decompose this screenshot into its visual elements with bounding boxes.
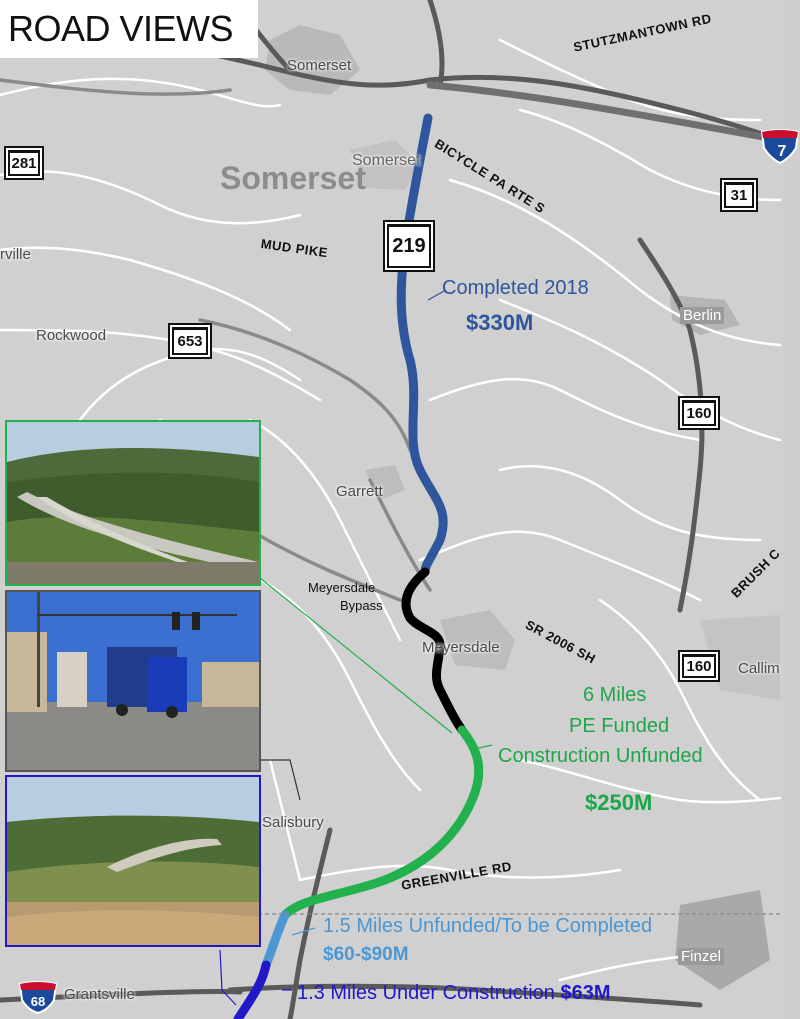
town-label-callim: Callim [738, 660, 780, 677]
svg-text:7: 7 [778, 143, 787, 160]
town-label-somerset-mid: Somerset [352, 152, 421, 169]
town-label-somerset-large: Somerset [220, 160, 366, 196]
photo-construction-site [5, 775, 261, 947]
construction-label: 1.3 Miles Under Construction $63M [297, 982, 610, 1005]
state-route-shield-icon: 653 [168, 323, 212, 359]
state-route-shield-icon: 31 [720, 178, 758, 212]
pe-label-funded: PE Funded [569, 715, 670, 737]
svg-text:68: 68 [31, 994, 45, 1009]
page-title: ROAD VIEWS [8, 8, 234, 49]
bypass-label-line1: Meyersdale [308, 580, 376, 595]
photo-meyersdale-truck [5, 590, 261, 772]
town-label-ville: rville [0, 246, 31, 263]
unfunded-cost: $60-$90M [323, 944, 409, 965]
photo-completed-highway [5, 420, 261, 586]
pe-cost: $250M [585, 790, 653, 815]
construction-label-text: 1.3 Miles Under Construction [297, 982, 555, 1004]
town-label-salisbury: Salisbury [262, 814, 324, 831]
under-construction-segment [233, 960, 271, 1019]
completed-cost: $330M [466, 310, 534, 335]
state-route-shield-icon: 281 [4, 146, 44, 180]
town-label-meyersdale: Meyersdale [422, 639, 500, 656]
bypass-label-line2: Bypass [340, 598, 383, 613]
town-label-garrett: Garrett [336, 483, 383, 500]
title-box: ROAD VIEWS [0, 0, 258, 58]
town-label-somerset: Somerset [287, 57, 352, 74]
completed-segment [396, 113, 448, 577]
interstate-shield-icon: 68 [18, 980, 58, 1015]
interstate-shield-icon: 7 [760, 128, 800, 165]
town-label-grantsville: Grantsville [64, 986, 135, 1003]
state-route-shield-icon: 160 [678, 396, 720, 430]
town-label-rockwood: Rockwood [36, 327, 107, 344]
state-route-shield-icon: 160 [678, 650, 720, 682]
pe-label-miles: 6 Miles [583, 684, 647, 706]
pe-funded-segment [280, 725, 484, 920]
town-label-berlin: Berlin [680, 307, 725, 324]
pe-label-construction: Construction Unfunded [498, 745, 703, 767]
unfunded-label: 1.5 Miles Unfunded/To be Completed [323, 915, 653, 937]
us-route-shield-icon: 219 [383, 220, 435, 272]
bypass-segment [401, 567, 467, 735]
completed-label: Completed 2018 [442, 277, 589, 299]
town-label-finzel: Finzel [678, 948, 725, 965]
construction-cost: $63M [560, 982, 611, 1004]
